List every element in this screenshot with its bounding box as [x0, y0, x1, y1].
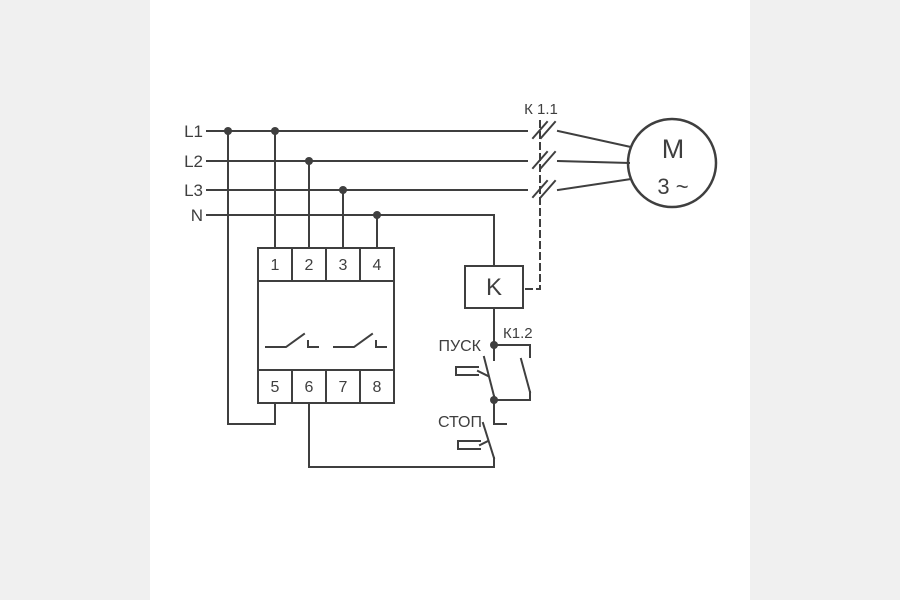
coil-label: K	[486, 274, 502, 301]
supply-wires	[206, 130, 528, 468]
terminal-number-2: 2	[305, 257, 314, 274]
terminal-number-1: 1	[271, 257, 280, 274]
phase-label-n: N	[191, 206, 203, 225]
motor-phase-text: 3 ~	[657, 174, 688, 199]
stop-button-symbol	[457, 399, 507, 460]
phase-label-l2: L2	[184, 152, 203, 171]
aux-contact-label: К1.2	[503, 325, 533, 342]
route-l1-terminal-5	[227, 130, 276, 425]
start-button-symbol	[455, 344, 496, 401]
terminal-number-4: 4	[373, 257, 382, 274]
diagram-canvas	[150, 0, 750, 600]
terminal-number-3: 3	[339, 257, 348, 274]
terminal-number-7: 7	[339, 379, 348, 396]
route-terminal-6-stop	[308, 402, 495, 468]
start-contact-blade	[482, 355, 496, 398]
relay-contact-symbol-2	[333, 332, 387, 348]
main-contacts-label: К 1.1	[524, 101, 558, 118]
start-button-label: ПУСК	[438, 338, 481, 355]
main-contacts-k11	[524, 120, 557, 290]
relay-module	[257, 247, 395, 404]
junction-dots	[224, 127, 498, 404]
mechanical-link-dashed	[524, 120, 541, 290]
motor-letter: M	[662, 134, 685, 164]
stop-button-label: СТОП	[438, 414, 482, 431]
motor-symbol: M 3 ~	[556, 117, 718, 209]
aux-contact-blade	[519, 357, 532, 394]
phase-label-l3: L3	[184, 181, 203, 200]
relay-contact-symbol-1	[265, 332, 319, 348]
phase-label-l1: L1	[184, 122, 203, 141]
terminal-number-6: 6	[305, 379, 314, 396]
terminal-number-5: 5	[271, 379, 280, 396]
contactor-coil	[464, 265, 524, 346]
motor-circle	[626, 117, 718, 209]
terminal-number-8: 8	[373, 379, 382, 396]
aux-contact-k12	[493, 344, 532, 401]
